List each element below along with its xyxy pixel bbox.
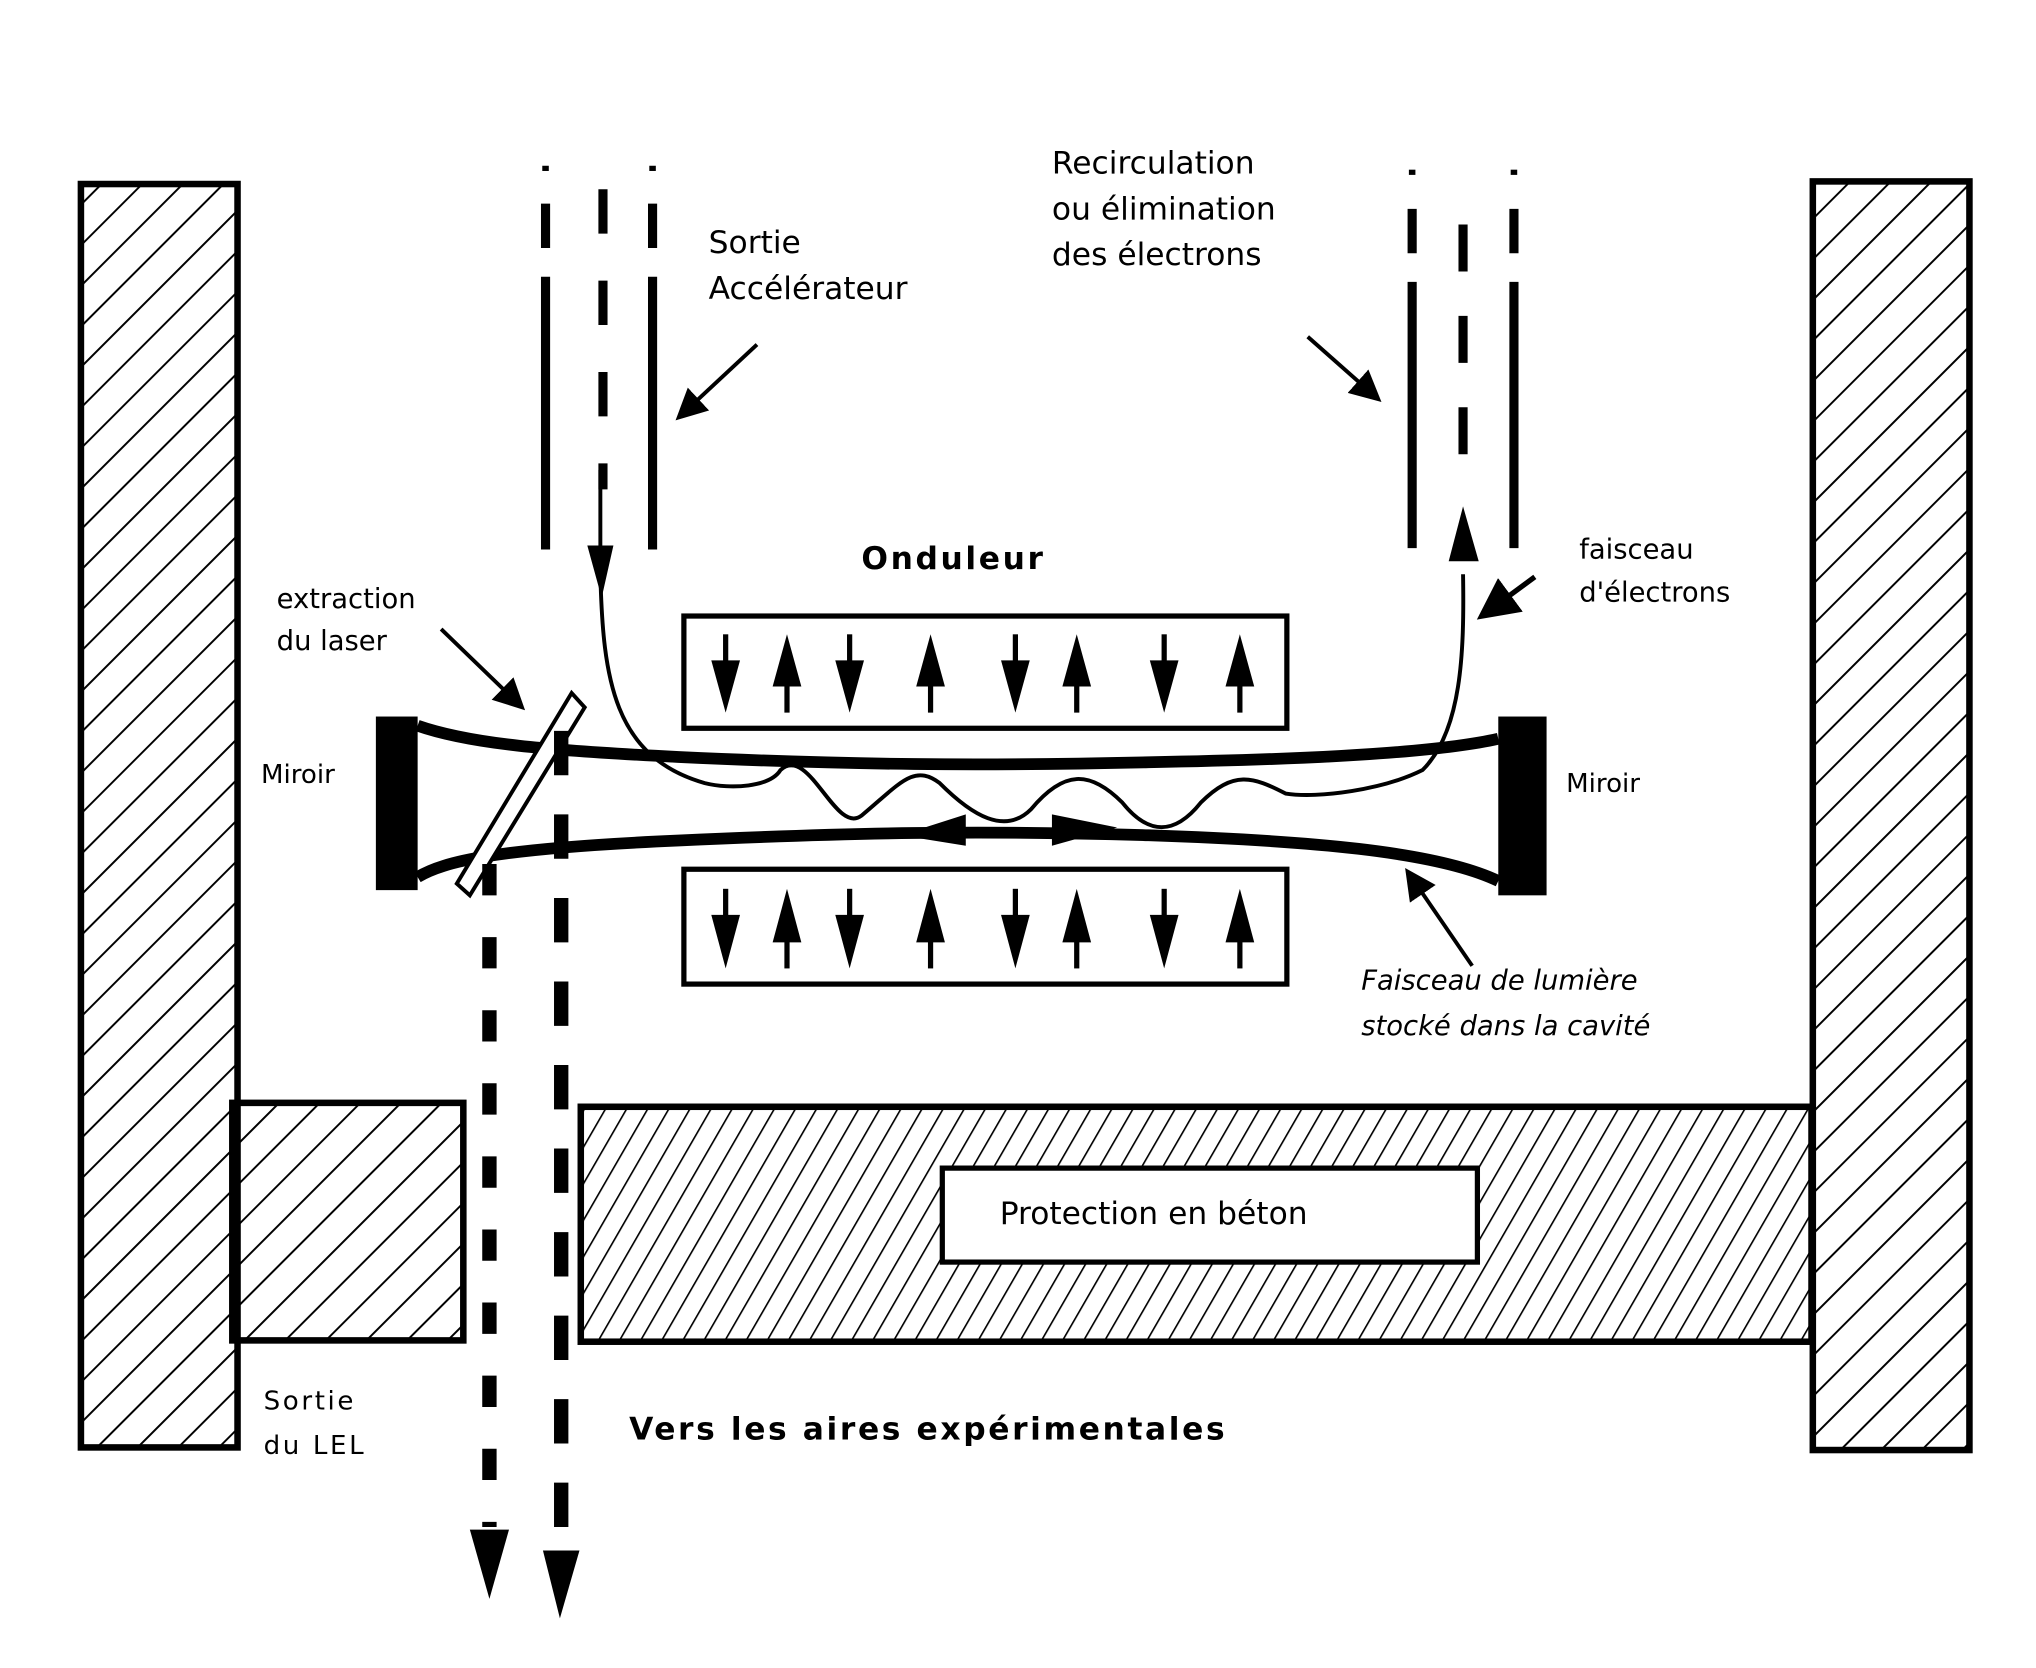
magnet-arrow-down [835, 634, 864, 713]
small-concrete-block [229, 1099, 467, 1344]
magnet-arrow-down [1149, 634, 1179, 713]
electron-beam-up-arrow [1448, 506, 1479, 562]
recirculation-label: Recirculation ou élimination des électro… [1052, 146, 1286, 273]
accelerator-exit-label: Sortie Accélérateur [709, 225, 908, 307]
mirror-right [1498, 716, 1547, 896]
magnet-arrow-up [1225, 888, 1255, 969]
electron-beam-label: faisceau d'électrons [1579, 535, 1730, 609]
electron-beam-path [598, 469, 1466, 829]
magnet-arrow-up [772, 634, 802, 713]
undulator-bottom [681, 866, 1290, 987]
magnet-arrow-down [1149, 888, 1179, 969]
electron-beam-pointer-arrow [1476, 574, 1537, 620]
magnet-arrow-up [916, 888, 945, 969]
magnet-arrow-up [1062, 888, 1092, 969]
experimental-areas-label: Vers les aires expérimentales [629, 1412, 1227, 1448]
light-beam-arrow-left [900, 814, 966, 846]
fel-exit-label: Sortie du LEL [264, 1387, 367, 1461]
mirror-right-label: Miroir [1566, 769, 1640, 799]
left-shield-wall [77, 180, 241, 1451]
undulator-bottom-magnets [711, 888, 1255, 969]
light-beam-upper-edge [415, 720, 1500, 771]
magnet-arrow-down [711, 634, 741, 713]
undulator-top-magnets [711, 634, 1255, 713]
right-shield-wall [1809, 178, 1973, 1454]
undulator-label: Onduleur [861, 541, 1045, 577]
magnet-arrow-up [916, 634, 945, 713]
mirror-left-label: Miroir [261, 760, 335, 790]
magnet-arrow-up [1062, 634, 1092, 713]
magnet-arrow-down [711, 888, 741, 969]
light-beam-label: Faisceau de lumière stocké dans la cavit… [1361, 965, 1650, 1042]
concrete-protection-label-box [939, 1165, 1481, 1265]
magnet-arrow-down [835, 888, 864, 969]
accelerator-exit-pipe [540, 165, 658, 550]
mirror-left [375, 716, 418, 891]
laser-extraction-pointer-arrow [439, 627, 526, 711]
magnet-arrow-up [772, 888, 802, 969]
magnet-arrow-up [1225, 634, 1255, 713]
magnet-arrow-down [1001, 634, 1030, 713]
recirculation-pipe [1407, 169, 1519, 549]
accelerator-exit-pointer-arrow [675, 343, 759, 421]
electron-beam-down-arrow [587, 545, 614, 598]
laser-output-arrow-right [542, 1550, 580, 1619]
laser-extraction-label: extraction du laser [277, 584, 425, 657]
light-beam-arrow-right [1051, 814, 1118, 846]
laser-extraction-plate [454, 689, 588, 899]
undulator-top [681, 613, 1290, 731]
light-beam-pointer-arrow [1405, 868, 1474, 967]
laser-output-arrow-left [469, 1529, 509, 1599]
concrete-protection-label: Protection en béton [1000, 1196, 1308, 1232]
magnet-arrow-down [1001, 888, 1030, 969]
recirculation-pointer-arrow [1306, 335, 1382, 402]
